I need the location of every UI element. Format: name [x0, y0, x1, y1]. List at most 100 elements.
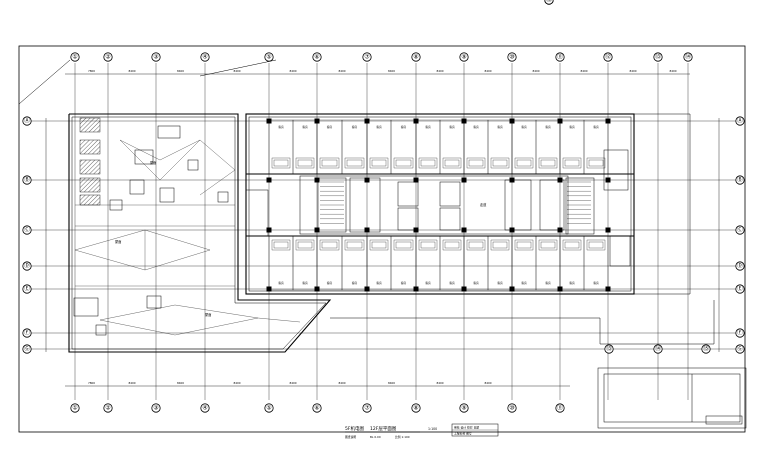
- dim-top-label: 7800: [88, 69, 95, 73]
- room-label: 客房: [545, 125, 551, 129]
- column: [266, 286, 272, 292]
- axis-top-label: ⑧: [413, 54, 418, 61]
- axis-bottom-label: ⑨: [461, 405, 466, 412]
- axis-bottom-bubble: ⑩: [507, 403, 517, 413]
- dim-top-label: 8400: [388, 69, 395, 73]
- room-module: 客房: [463, 235, 489, 291]
- room-label: 客房: [425, 281, 431, 285]
- axis-top-bubble: ①: [70, 52, 80, 62]
- room-label: 客房: [278, 281, 284, 285]
- room-label: 客房: [569, 125, 575, 129]
- drawing-title-left: 5F机电图: [345, 425, 364, 432]
- dim-bottom-label: 8400: [177, 381, 184, 385]
- column: [557, 118, 563, 124]
- room-module: 客房: [341, 119, 368, 175]
- axis-bottom-bubble: ⑧: [411, 403, 421, 413]
- axis-right-bubble: Ⓐ: [735, 116, 745, 126]
- annex-outline: [330, 113, 747, 429]
- axis-top-label: ⑤: [266, 54, 271, 61]
- column: [461, 286, 467, 292]
- axis-top-bubble: ③: [151, 52, 161, 62]
- room-module: 客房: [439, 119, 465, 175]
- room-label: 客房: [473, 281, 479, 285]
- axis-left-label: Ⓑ: [24, 176, 30, 184]
- sheet-diagonal-2: [199, 59, 277, 77]
- room-module: 客房: [583, 235, 609, 291]
- axis-bottom-bubble: ⑨: [459, 403, 469, 413]
- room-module: 客房: [366, 119, 392, 175]
- axis-left-label: Ⓕ: [24, 329, 30, 337]
- axis-bottom-bubble: ⑥: [312, 403, 322, 413]
- axis-top-bubble: ⑤: [264, 52, 274, 62]
- column: [605, 286, 611, 292]
- room-module: 客房: [487, 119, 513, 175]
- axis-top-bubble: ⑧: [411, 52, 421, 62]
- column: [364, 286, 370, 292]
- column: [509, 286, 515, 292]
- axis-bottom-label: ③: [153, 405, 158, 412]
- axis-top-label: ⑪: [557, 53, 563, 61]
- column: [557, 227, 563, 233]
- axis-top-label: ⑫: [605, 53, 611, 61]
- dim-top-label: 8400: [128, 69, 135, 73]
- room-label: 客房: [327, 125, 333, 129]
- axis-sub-label: ⑭: [655, 345, 661, 353]
- corridor-label: 走道: [480, 202, 487, 207]
- room-label: 客房: [545, 281, 551, 285]
- axis-left-bubble: Ⓐ: [22, 116, 32, 126]
- room-label: 客房: [521, 125, 527, 129]
- room-module: 客房: [390, 235, 417, 291]
- axis-sub-label: ⑬: [606, 345, 612, 353]
- room-label: 客房: [302, 125, 308, 129]
- column: [314, 227, 320, 233]
- dim-top-label: 8400: [629, 69, 636, 73]
- column: [461, 227, 467, 233]
- room-module: 客房: [316, 119, 343, 175]
- axis-left-label: Ⓖ: [24, 345, 30, 353]
- axis-right-bubble: Ⓒ: [735, 225, 745, 235]
- axis-bottom-bubble: ⑪: [555, 403, 565, 413]
- axis-bottom-bubble: ⑦: [362, 403, 372, 413]
- column: [605, 118, 611, 124]
- room-module: 客房: [535, 235, 561, 291]
- dim-top-label: 8400: [233, 69, 240, 73]
- axis-top-bubble: ⑪: [555, 52, 565, 62]
- axis-sub-x-label: ⑮: [546, 0, 552, 4]
- column: [413, 118, 419, 124]
- dim-top-label: 8400: [289, 69, 296, 73]
- room-module: 客房: [583, 119, 609, 175]
- dim-bottom-label: 8400: [128, 381, 135, 385]
- axis-right-label: Ⓔ: [737, 285, 743, 293]
- axis-top-bubble: ⑬: [653, 52, 663, 62]
- column: [413, 227, 419, 233]
- axis-bottom-label: ⑥: [314, 405, 319, 412]
- column: [314, 118, 320, 124]
- axis-bottom-label: ⑦: [364, 405, 370, 412]
- column: [413, 177, 419, 183]
- room-module: 客房: [415, 119, 441, 175]
- room-label: 客房: [425, 125, 431, 129]
- room-module: 客房: [511, 235, 537, 291]
- drawing-subnote-left: 图纸说明: [345, 435, 356, 439]
- dim-top-label: 8400: [669, 69, 676, 73]
- roof-label-2: 屋面: [205, 312, 211, 317]
- axis-sub-bubble: ⑬: [604, 344, 614, 354]
- axis-top-label: ⑦: [364, 54, 370, 61]
- room-label: 客房: [497, 281, 503, 285]
- room-module: 客房: [511, 119, 537, 175]
- tower-block: 客房客房客房客房客房客房客房客房客房客房客房客房客房客房 客房客房客房客房客房客…: [245, 113, 635, 295]
- axis-top-label: ④: [202, 54, 207, 61]
- dim-top-label: 8400: [532, 69, 539, 73]
- room-module: 客房: [292, 119, 318, 175]
- column: [509, 177, 515, 183]
- axis-right-label: Ⓕ: [737, 329, 743, 337]
- room-label: 客房: [352, 125, 358, 129]
- room-label: 客房: [569, 281, 575, 285]
- room-module: 客房: [559, 119, 585, 175]
- axis-top-bubble: ④: [200, 52, 210, 62]
- axes-sub: ⑬⑭⑮⑬⑭⑮: [544, 0, 711, 354]
- room-module: 客房: [292, 235, 318, 291]
- axis-right-label: Ⓐ: [737, 117, 743, 125]
- room-label: 客房: [278, 125, 284, 129]
- drawing-title-mid: 12F层平面图: [370, 426, 397, 432]
